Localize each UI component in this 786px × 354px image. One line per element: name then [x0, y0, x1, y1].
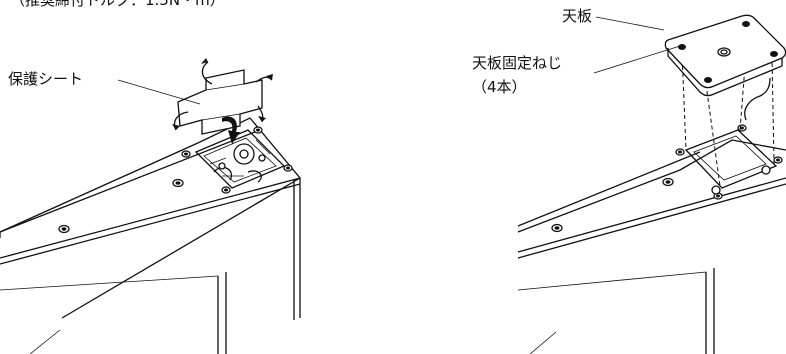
right-cabinet: [517, 14, 786, 354]
right-opening: [684, 129, 778, 189]
fixing-screws-leader: [593, 45, 681, 74]
top-plate: [664, 14, 786, 97]
protection-sheet: [177, 69, 263, 135]
lift-arrows: [172, 58, 273, 144]
left-cabinet: [0, 58, 301, 354]
left-screw-holes: [58, 126, 293, 234]
torque-caption: （推奨締付トルク：1.5N・m）: [10, 0, 225, 9]
top-plate-label: 天板: [562, 7, 593, 25]
protection-sheet-label: 保護シート: [8, 70, 84, 88]
protection-sheet-leader: [117, 79, 201, 105]
fixing-screws-count-label: （4本）: [472, 78, 527, 96]
mechanism-opening: [194, 129, 286, 189]
top-plate-leader: [595, 16, 665, 31]
fixing-screws-label: 天板固定ねじ: [472, 54, 563, 72]
